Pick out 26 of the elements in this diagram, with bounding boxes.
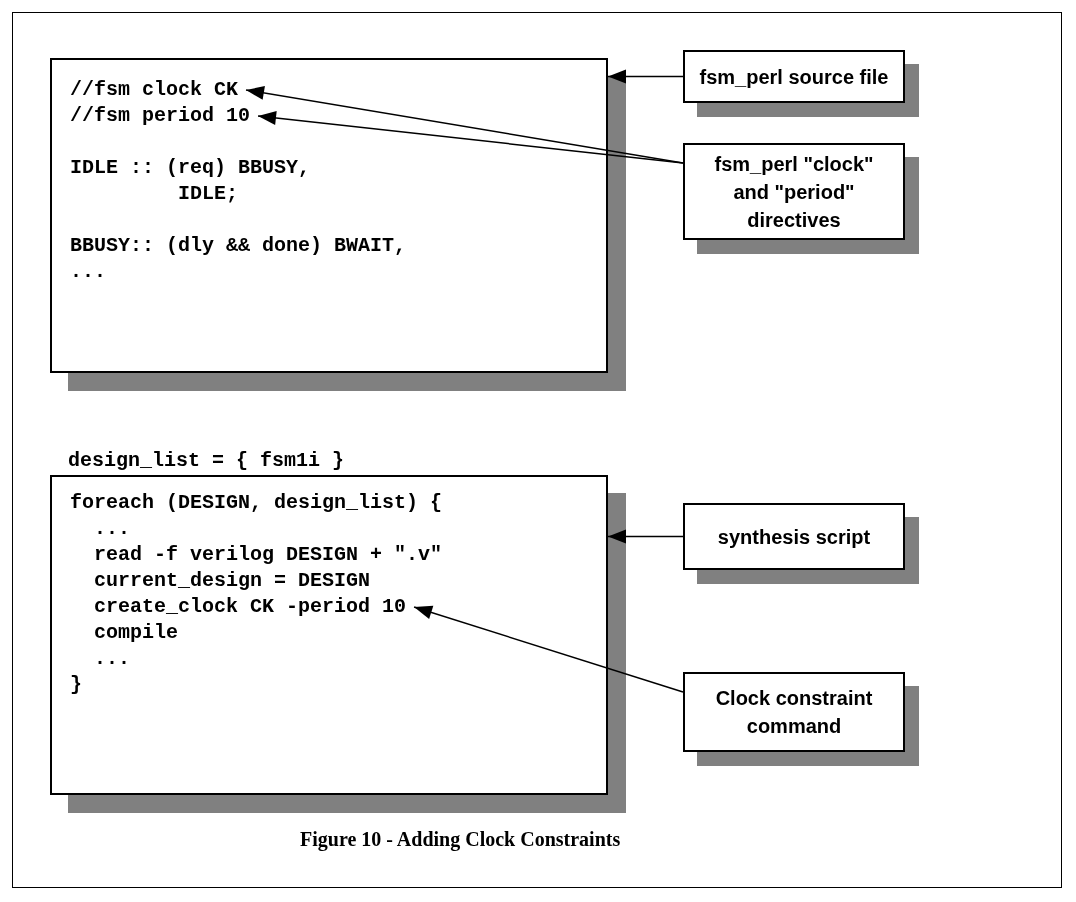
leader-arrow xyxy=(413,605,684,693)
code-line: ... xyxy=(94,517,130,541)
code-line: IDLE :: (req) BBUSY, xyxy=(70,156,311,180)
code-line: BBUSY:: (dly && done) BWAIT, xyxy=(70,234,407,258)
code-line: IDLE; xyxy=(178,182,239,206)
code-line: ... xyxy=(70,260,106,284)
code-line: read -f verilog DESIGN + ".v" xyxy=(94,543,443,567)
leader-arrow xyxy=(257,111,684,164)
callout-box: synthesis script xyxy=(683,503,905,570)
callout-box: fsm_perl "clock" and "period" directives xyxy=(683,143,905,240)
leader-arrow xyxy=(607,69,684,84)
code-line: } xyxy=(70,673,82,697)
code-line: ... xyxy=(94,647,130,671)
code-line: //fsm period 10 xyxy=(70,104,251,128)
code-panel xyxy=(50,475,608,795)
figure-caption: Figure 10 - Adding Clock Constraints xyxy=(300,828,621,851)
code-line: current_design = DESIGN xyxy=(94,569,371,593)
code-panel xyxy=(50,58,608,373)
leader-arrow xyxy=(607,529,684,544)
code-line: compile xyxy=(94,621,178,645)
code-line: foreach (DESIGN, design_list) { xyxy=(70,491,443,515)
callout-box: Clock constraint command xyxy=(683,672,905,752)
code-line: create_clock CK -period 10 xyxy=(94,595,407,619)
code-line: design_list = { fsm1i } xyxy=(68,449,345,473)
callout-box: fsm_perl source file xyxy=(683,50,905,103)
code-line: //fsm clock CK xyxy=(70,78,239,102)
